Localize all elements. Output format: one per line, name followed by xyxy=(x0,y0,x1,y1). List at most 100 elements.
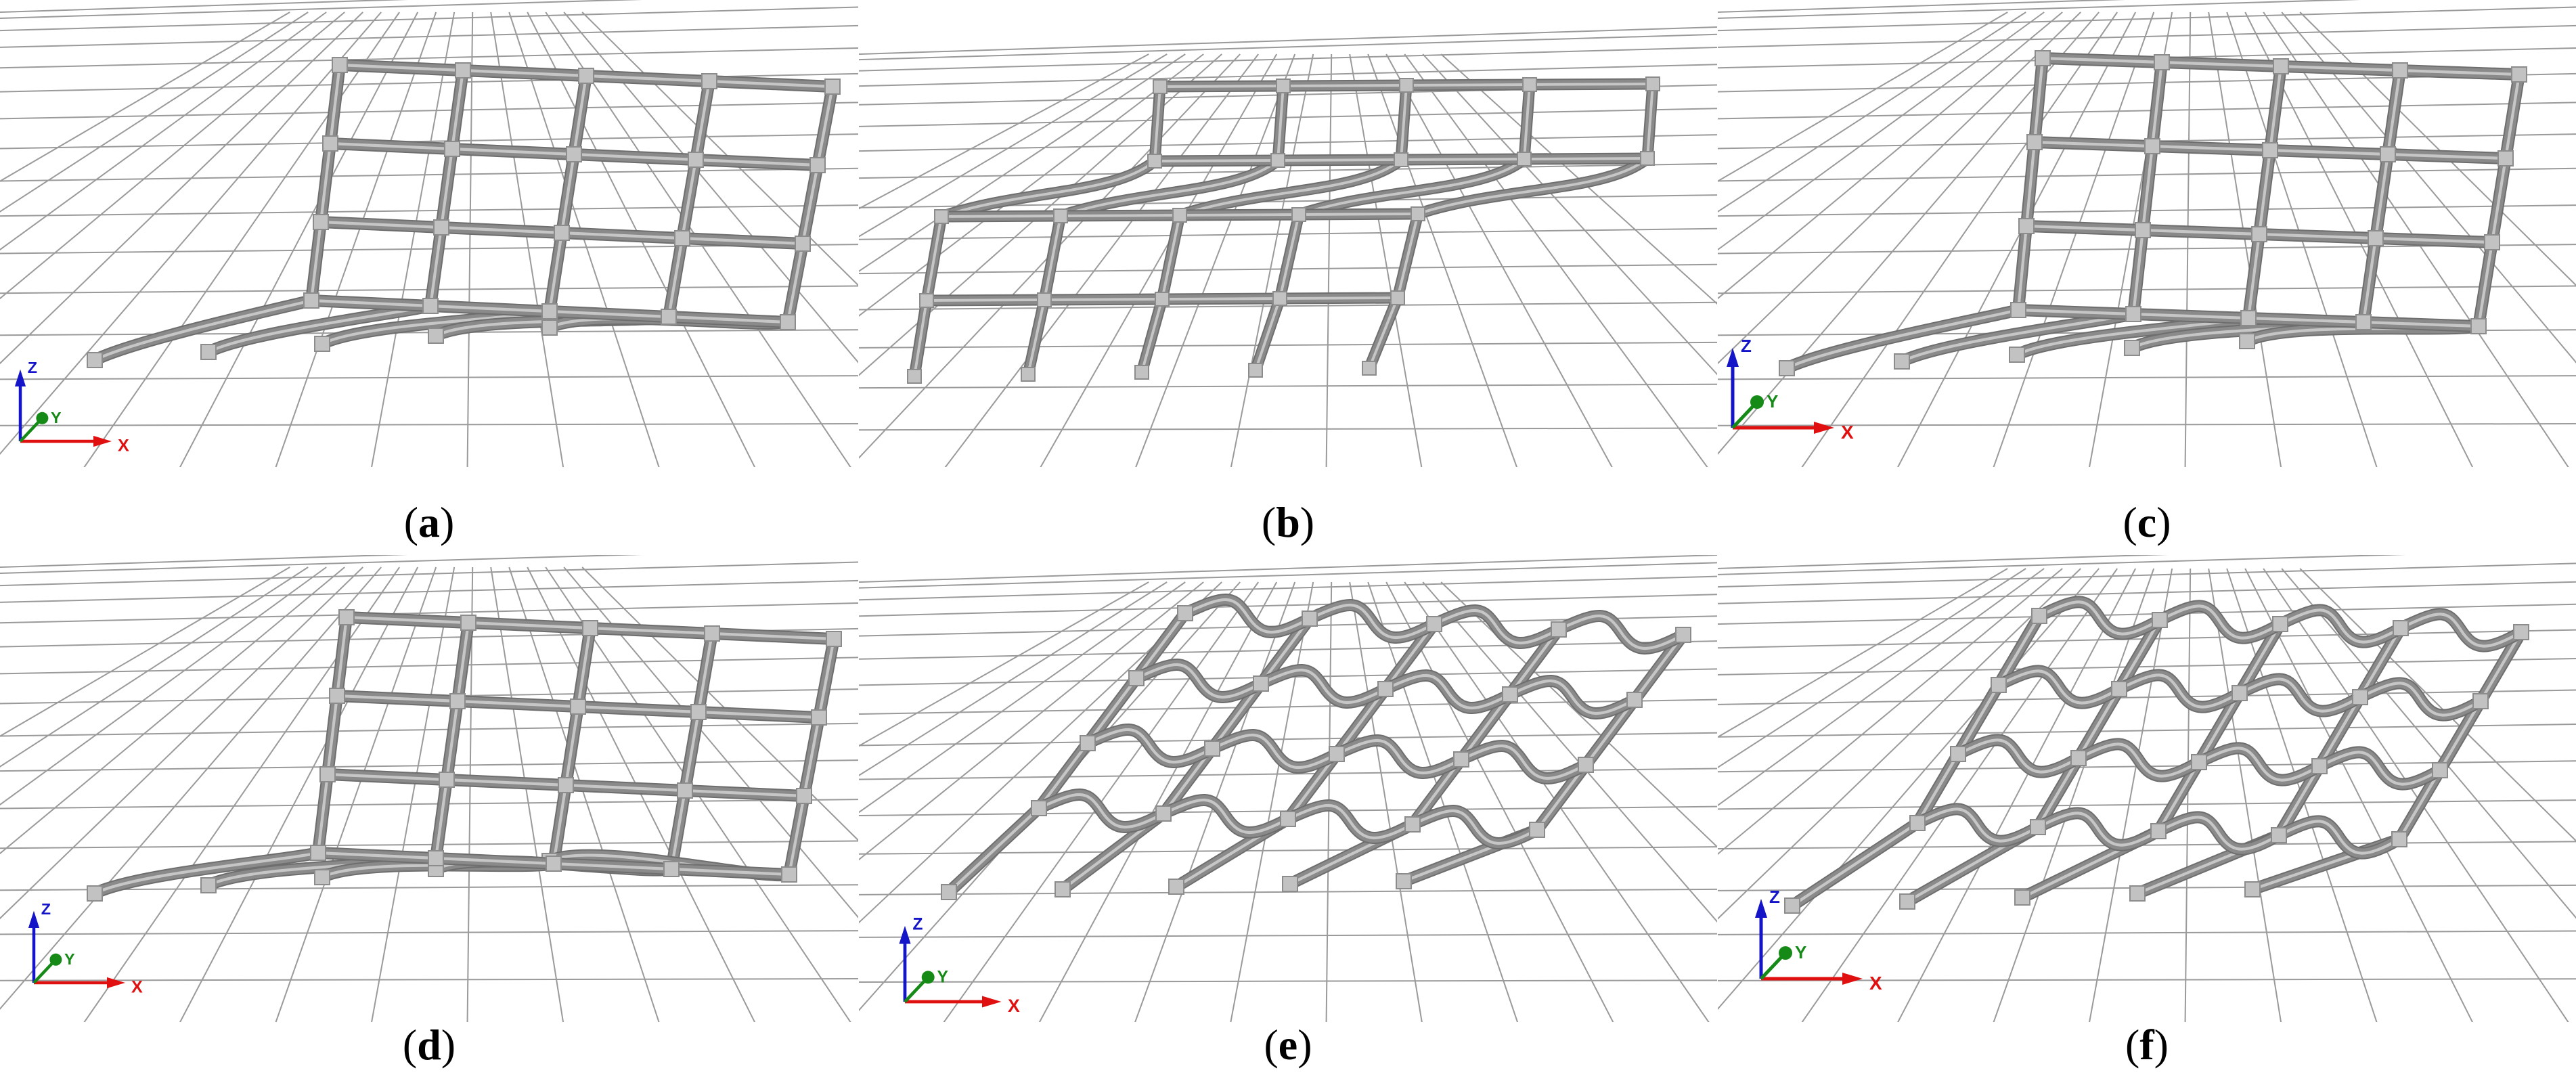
member-highlight xyxy=(1178,158,1402,217)
member-highlight xyxy=(1335,738,1463,775)
frame-node xyxy=(1517,152,1532,167)
frame-node xyxy=(2251,226,2267,242)
member-highlight xyxy=(2238,678,2362,713)
grid-line xyxy=(859,427,1717,431)
frame-node xyxy=(2135,222,2151,238)
panel-d-caption: (d) xyxy=(402,1021,456,1069)
grid-line xyxy=(545,567,851,1022)
y-axis-label: Y xyxy=(1767,391,1778,412)
member-highlight xyxy=(1134,663,1263,699)
grid-line xyxy=(1385,53,1613,467)
member-highlight xyxy=(940,160,1156,218)
member-highlight xyxy=(1417,157,1649,215)
grid-line xyxy=(2184,568,2192,1022)
member-highlight xyxy=(93,298,313,362)
frame-node xyxy=(1551,621,1567,638)
grid-line xyxy=(1718,568,2081,920)
grid-line xyxy=(1040,53,1278,467)
y-axis-dot-icon xyxy=(36,412,49,424)
frame-node xyxy=(2030,819,2046,835)
member-highlight xyxy=(1161,798,1290,835)
member-highlight xyxy=(667,79,711,319)
axis-triad: XYZ xyxy=(14,359,129,455)
grid-line xyxy=(859,53,1204,317)
member-highlight xyxy=(1279,213,1300,300)
grid-line xyxy=(2208,568,2282,1022)
grid-line xyxy=(859,555,1717,583)
grid-line xyxy=(1718,568,2008,738)
grid-line xyxy=(1718,12,2100,456)
member-highlight xyxy=(1508,679,1637,715)
frame-node xyxy=(2355,314,2372,330)
grid-line xyxy=(0,567,382,1011)
grid-line xyxy=(1718,689,2576,705)
z-axis-label: Z xyxy=(41,900,51,918)
grid-line xyxy=(545,12,851,467)
grid-line xyxy=(1230,53,1314,467)
frame-node xyxy=(1276,79,1291,93)
frame-node xyxy=(329,688,345,704)
grid-line xyxy=(0,567,309,768)
grid-line xyxy=(2299,12,2576,286)
member-highlight xyxy=(93,851,320,895)
grid-line xyxy=(2263,12,2569,467)
grid-line xyxy=(859,581,1149,747)
grid-line xyxy=(859,33,1717,61)
z-axis-label: Z xyxy=(912,916,923,934)
grid-line xyxy=(1897,568,2137,1022)
member-highlight xyxy=(1276,85,1285,162)
frame-node xyxy=(1399,78,1414,93)
frame-node xyxy=(2311,758,2328,774)
member-highlight xyxy=(2361,68,2402,324)
grid-line xyxy=(859,581,1222,924)
grid-line xyxy=(0,12,290,182)
frame-node xyxy=(1031,800,1047,816)
frame-node xyxy=(2511,66,2527,83)
member-highlight xyxy=(2246,64,2283,320)
member-highlight xyxy=(1297,158,1526,216)
frame-node xyxy=(303,292,319,309)
frame-node xyxy=(663,861,680,877)
frame-node xyxy=(2470,318,2487,334)
frame-node xyxy=(2035,50,2051,66)
grid-line xyxy=(859,581,1204,861)
frame-node xyxy=(332,57,348,73)
frame-node xyxy=(2010,302,2026,318)
y-axis-label: Y xyxy=(51,409,62,426)
z-axis-label: Z xyxy=(1769,887,1780,907)
z-axis-label: Z xyxy=(1741,336,1752,356)
frame-node xyxy=(541,319,558,336)
ground-grid xyxy=(859,26,1717,467)
grid-line xyxy=(1367,53,1518,467)
grid-line xyxy=(527,12,756,467)
grid-line xyxy=(0,579,858,603)
panel-a-caption: (a) xyxy=(403,498,455,546)
member-highlight xyxy=(1086,728,1214,764)
grid-line xyxy=(0,567,327,806)
member-highlight xyxy=(2036,812,2160,847)
frame-node xyxy=(2262,142,2278,158)
frame-node xyxy=(919,293,934,308)
frame-node xyxy=(2144,138,2160,154)
member-highlight xyxy=(2358,682,2483,717)
grid-line xyxy=(1718,285,2576,294)
grid-line xyxy=(1422,581,1717,923)
panel-d-view: XYZ xyxy=(0,555,858,1022)
member-highlight xyxy=(2477,72,2521,328)
panel-b-caption: (b) xyxy=(1261,498,1315,546)
grid-line xyxy=(859,53,1168,238)
grid-line xyxy=(0,12,327,251)
frame-node xyxy=(1411,206,1425,221)
grid-line xyxy=(1718,12,2008,182)
frame-node xyxy=(941,884,957,900)
x-axis-arrow-icon xyxy=(982,996,1002,1008)
frame-node xyxy=(1502,686,1518,703)
member-highlight xyxy=(1153,85,1161,162)
grid-line xyxy=(859,581,1186,814)
frame-node xyxy=(1645,76,1660,91)
frame-member xyxy=(1903,615,2164,906)
member-highlight xyxy=(1286,803,1415,840)
axis-triad: XYZ xyxy=(28,900,143,996)
grid-line xyxy=(0,12,345,300)
grid-line xyxy=(859,47,1717,72)
